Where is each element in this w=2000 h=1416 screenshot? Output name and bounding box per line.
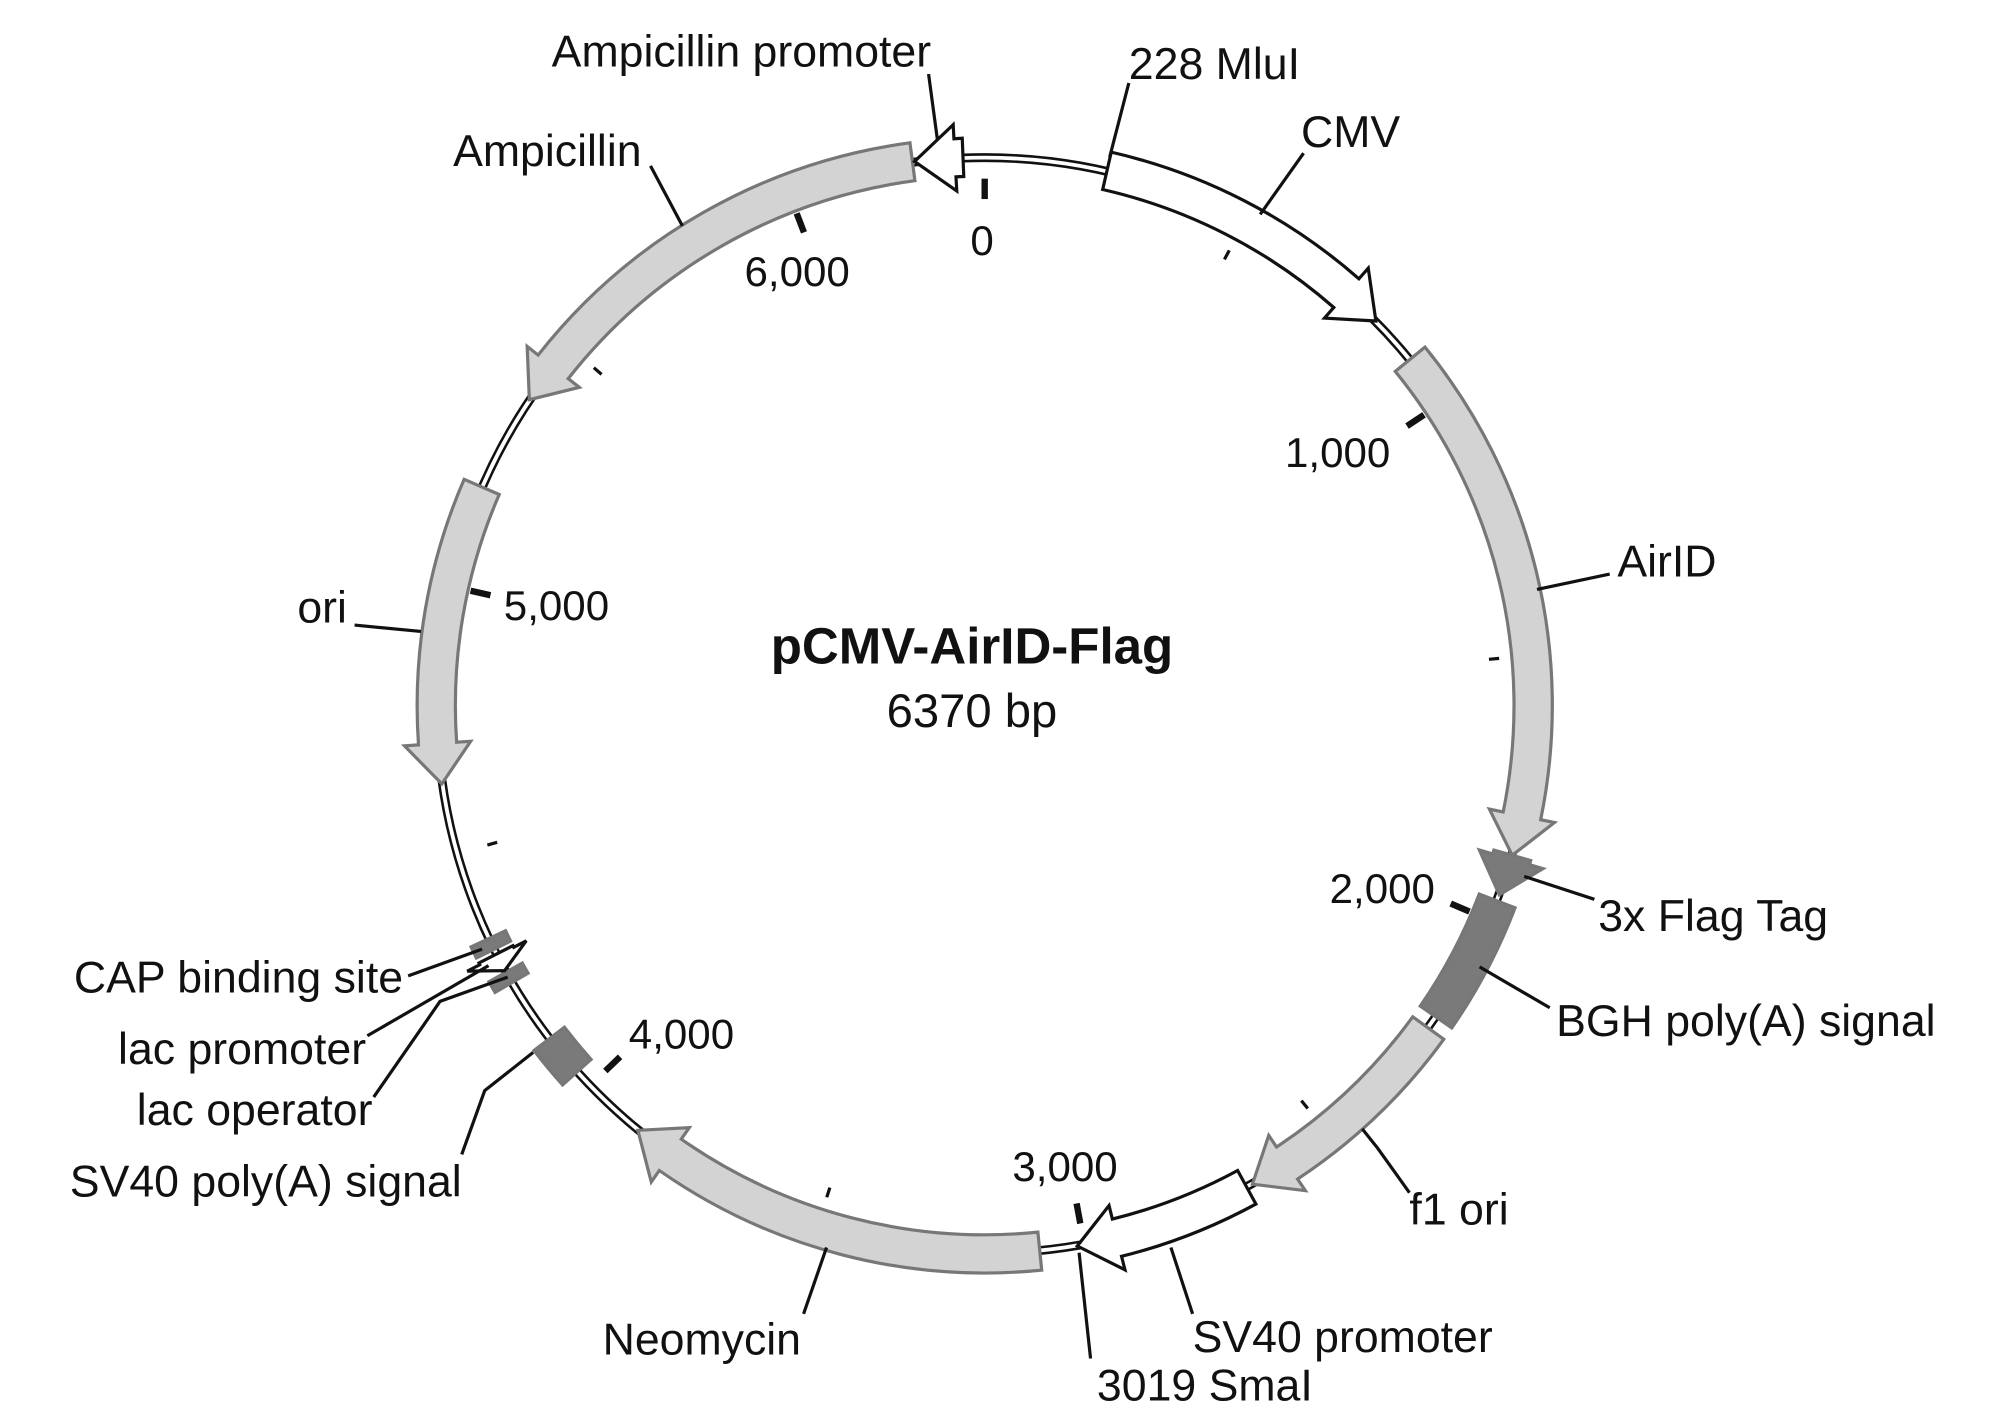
minor-tick xyxy=(1300,1099,1310,1110)
svg-text:ori: ori xyxy=(297,584,347,633)
minor-tick xyxy=(825,1187,832,1198)
svg-text:3x Flag Tag: 3x Flag Tag xyxy=(1598,892,1828,941)
feature-bgh xyxy=(1418,892,1518,1031)
minor-tick xyxy=(486,840,498,847)
label-smai: 3019 SmaI xyxy=(1077,1252,1313,1411)
tick-label-3000: 3,000 xyxy=(1012,1143,1117,1190)
feature-flag xyxy=(1476,847,1547,898)
major-tick xyxy=(469,587,492,599)
feature-sv40pa xyxy=(531,1025,594,1088)
major-tick xyxy=(1405,412,1426,429)
label-neomycin: Neomycin xyxy=(603,1247,829,1365)
features xyxy=(400,121,1559,1275)
minor-tick xyxy=(1488,656,1500,661)
svg-text:lac operator: lac operator xyxy=(137,1086,373,1135)
svg-text:3019 SmaI: 3019 SmaI xyxy=(1097,1362,1313,1411)
major-tick xyxy=(1449,900,1471,915)
label-cap-binding-site: CAP binding site xyxy=(74,947,483,1002)
label-sv40-promoter: SV40 promoter xyxy=(1169,1247,1493,1362)
svg-text:SV40 promoter: SV40 promoter xyxy=(1193,1313,1493,1362)
minor-tick xyxy=(1223,249,1231,261)
feature-neo xyxy=(635,1125,1044,1275)
label-bgh: BGH poly(A) signal xyxy=(1478,965,1936,1046)
svg-text:Neomycin: Neomycin xyxy=(603,1316,801,1365)
svg-text:BGH poly(A) signal: BGH poly(A) signal xyxy=(1556,997,1935,1046)
tick-label-6000: 6,000 xyxy=(745,248,850,295)
label-ori: ori xyxy=(297,584,422,634)
major-tick xyxy=(1073,1202,1084,1225)
svg-text:CAP binding site: CAP binding site xyxy=(74,953,403,1002)
feature-ori xyxy=(400,477,502,787)
feature-ampp xyxy=(912,121,966,195)
svg-text:SV40 poly(A) signal: SV40 poly(A) signal xyxy=(70,1158,462,1207)
label-ampicillin: Ampicillin xyxy=(453,127,684,227)
svg-text:Ampicillin promoter: Ampicillin promoter xyxy=(552,27,932,76)
label-f1ori: f1 ori xyxy=(1360,1127,1509,1235)
tick-label-5000: 5,000 xyxy=(504,582,609,629)
label-lac-promoter: lac promoter xyxy=(118,964,490,1074)
tick-label-4000: 4,000 xyxy=(629,1011,734,1058)
plasmid-name: pCMV-AirID-Flag xyxy=(771,617,1173,674)
svg-text:lac promoter: lac promoter xyxy=(118,1025,366,1074)
svg-text:CMV: CMV xyxy=(1301,108,1400,157)
minor-tick xyxy=(592,366,603,376)
feature-cmv xyxy=(1100,150,1378,323)
plasmid-size: 6370 bp xyxy=(887,685,1058,738)
label-ampicillin-promoter: Ampicillin promoter xyxy=(552,27,940,141)
label-flag: 3x Flag Tag xyxy=(1523,874,1828,941)
svg-text:228 MluI: 228 MluI xyxy=(1129,40,1300,89)
tick-label-0: 0 xyxy=(970,217,993,264)
feature-amp xyxy=(525,141,917,402)
label-lac-operator: lac operator xyxy=(137,975,509,1135)
feature-airid xyxy=(1393,344,1559,858)
major-tick xyxy=(793,212,807,234)
label-cmv: CMV xyxy=(1258,108,1400,216)
feature-f1ori xyxy=(1250,1014,1446,1193)
label-sv40-polya: SV40 poly(A) signal xyxy=(70,1051,535,1207)
major-tick xyxy=(603,1054,623,1074)
feature-lacp xyxy=(466,939,528,973)
svg-text:AirID: AirID xyxy=(1617,538,1716,587)
label-mlui: 228 MluI xyxy=(1108,40,1300,158)
ticks xyxy=(469,178,1500,1225)
svg-text:f1 ori: f1 ori xyxy=(1409,1186,1508,1235)
svg-text:Ampicillin: Ampicillin xyxy=(453,127,641,176)
feature-lacop xyxy=(486,960,531,995)
tick-label-1000: 1,000 xyxy=(1285,429,1390,476)
feature-sv40p xyxy=(1074,1168,1259,1273)
tick-label-2000: 2,000 xyxy=(1330,865,1435,912)
label-airid: AirID xyxy=(1536,538,1717,591)
